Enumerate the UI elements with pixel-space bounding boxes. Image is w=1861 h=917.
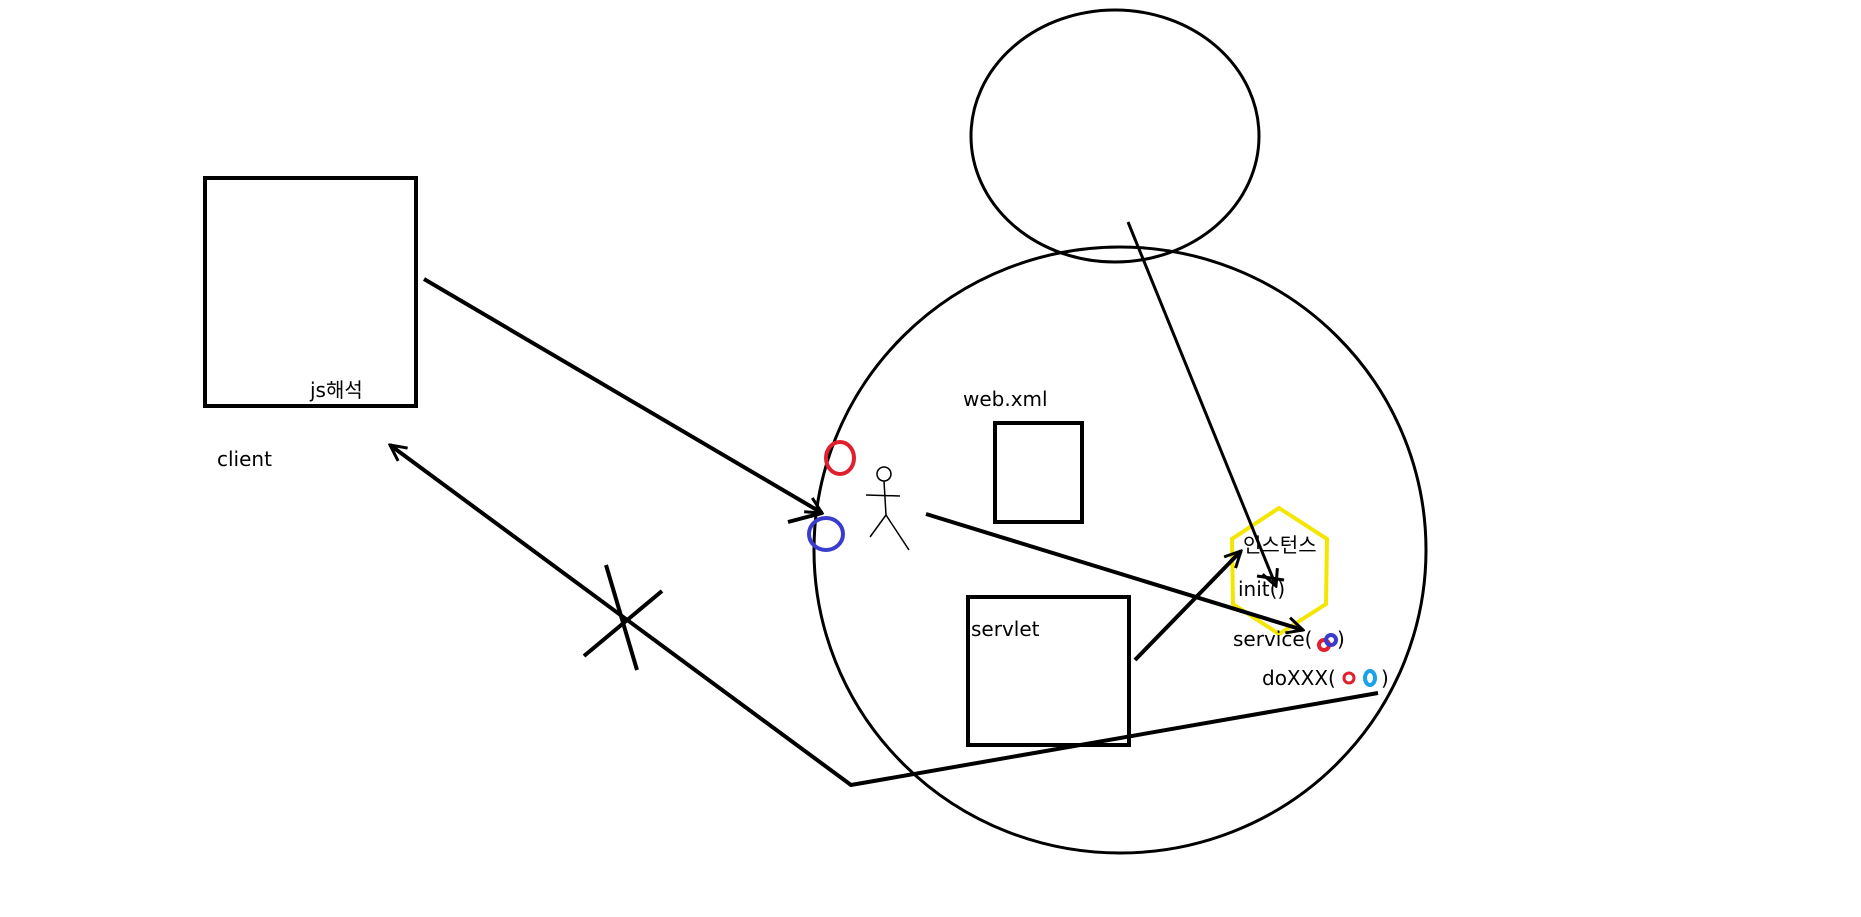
doxxx-close-paren: ) [1381, 666, 1389, 690]
doxxx-request-marker [1342, 671, 1356, 685]
server-head-circle [969, 8, 1261, 264]
service-response-marker [1324, 633, 1338, 647]
doxxx-label: doXXX( [1262, 666, 1336, 690]
request-arrow-tail [787, 511, 823, 524]
cross-mark [582, 564, 664, 671]
instance-label: 인스턴스 [1243, 533, 1317, 557]
request-arrow [422, 277, 822, 515]
thread-to-service-arrow [925, 512, 1303, 630]
response-object-marker [807, 516, 845, 552]
web-xml-box [993, 421, 1084, 524]
servlet-box [966, 595, 1131, 747]
server-body-circle [812, 245, 1428, 855]
response-path [390, 445, 1379, 788]
client-label: client [217, 447, 272, 471]
request-object-marker [824, 440, 856, 476]
init-to-service-arrow [1256, 574, 1285, 582]
head-to-init-arrow [1126, 221, 1276, 586]
web-xml-label: web.xml [963, 387, 1048, 411]
js-parse-label: js해석 [309, 378, 363, 402]
servlet-to-instance-arrow [1133, 551, 1241, 662]
client-box [203, 176, 418, 408]
instance-hexagon [1229, 505, 1330, 637]
doxxx-response-marker [1363, 669, 1377, 687]
thread-stick-figure-icon [865, 466, 910, 551]
servlet-label: servlet [971, 617, 1040, 641]
service-close-paren: ) [1337, 627, 1345, 651]
